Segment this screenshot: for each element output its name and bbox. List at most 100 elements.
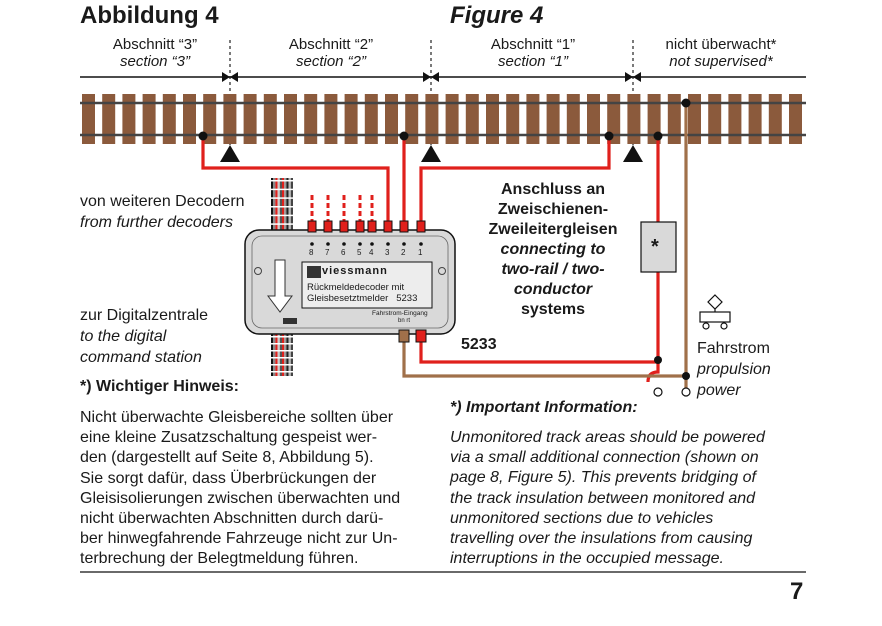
further-decoders-label: von weiteren Decodern from further decod…: [80, 193, 245, 231]
decoder-pin: [367, 220, 377, 233]
decoder-port-number: 4: [369, 248, 374, 257]
track-sleeper: [162, 94, 176, 144]
propulsion-power-label: Fahrstrom propulsion power: [697, 340, 771, 399]
track-sleeper: [243, 94, 257, 144]
bus-cable-strand: [277, 334, 280, 376]
decoder-pin-led: [326, 242, 330, 246]
bus-cable-strand: [288, 334, 291, 376]
decoder-output-pins: [307, 220, 426, 246]
track-sleeper: [728, 94, 742, 144]
track-sleeper: [183, 94, 196, 144]
decoder-pin-led: [358, 242, 362, 246]
bus-cable-strand: [288, 178, 291, 230]
note-de-heading: *) Wichtiger Hinweis:: [80, 378, 239, 395]
title-german: Abbildung 4: [80, 2, 219, 29]
locomotive-symbol: [699, 294, 731, 330]
track-sleeper: [203, 94, 217, 144]
track-sleeper: [647, 94, 661, 144]
note-en-heading: *) Important Information:: [450, 399, 638, 416]
decoder-port-number: 7: [325, 248, 330, 257]
bus-cable-strand: [275, 178, 278, 230]
resistor-asterisk: *: [651, 236, 659, 258]
track-sleeper: [223, 94, 237, 144]
track-sleeper: [465, 94, 479, 144]
section-1-label: Abschnitt “1”section “1”: [490, 36, 576, 70]
bus-cable-strand: [279, 334, 282, 376]
track-sleeper: [122, 94, 136, 144]
track-sleeper: [627, 94, 641, 144]
bus-cable-stripe: [270, 336, 294, 338]
decoder-module: [244, 229, 456, 335]
bus-cable-stripe: [270, 343, 294, 345]
track-sleeper: [405, 94, 419, 144]
bus-cable-strand: [273, 178, 276, 230]
rail-insulation-markers: [220, 145, 643, 162]
decoder-pin: [339, 220, 349, 233]
further-decoder-outputs: [310, 195, 374, 222]
track-sleeper: [364, 94, 378, 144]
track-sleeper: [789, 94, 802, 144]
track-sleeper: [667, 94, 681, 144]
track-sleeper: [486, 94, 499, 144]
bus-cable-stripe: [270, 357, 294, 359]
bus-cable-bottom: [270, 334, 294, 376]
decoder-name: Rückmeldedecoder mit Gleisbesetztmelder …: [307, 282, 418, 304]
resistor-box: [640, 221, 677, 273]
track-sleeper: [142, 94, 156, 144]
bus-cable-strand: [271, 178, 274, 230]
decoder-pin-led: [419, 242, 423, 246]
decoder-port-number: 1: [418, 248, 423, 257]
track-sleeper: [385, 94, 398, 144]
bus-cable-strand: [290, 178, 293, 230]
section-3-label: Abschnitt “3”section “3”: [112, 36, 198, 70]
note-en-body: Unmonitored track areas should be powere…: [450, 429, 765, 568]
bus-cable-strand: [282, 178, 285, 230]
decoder-port-number: 5: [357, 248, 362, 257]
bus-cable-strand: [282, 334, 285, 376]
title-english: Figure 4: [450, 2, 544, 29]
decoder-power-pins: [398, 329, 427, 343]
decoder-pin-led: [342, 242, 346, 246]
decoder-pin-led: [402, 242, 406, 246]
bus-cable-strand: [286, 178, 289, 230]
decoder-pin: [399, 220, 409, 233]
bus-cable-stripe: [270, 188, 294, 191]
bus-cable-strand: [290, 334, 293, 376]
track-sleeper: [566, 94, 580, 144]
track-sleeper: [748, 94, 762, 144]
track-sleeper: [102, 94, 116, 144]
bus-cable-top: [270, 178, 294, 230]
track-sleeper: [506, 94, 520, 144]
bus-cable-stripe: [270, 364, 294, 366]
bus-cable-stripe: [270, 223, 294, 225]
bus-cable-strand: [284, 178, 287, 230]
bus-cable-stripe: [270, 180, 294, 182]
decoder-pin-led: [370, 242, 374, 246]
track-sleeper: [526, 94, 540, 144]
dimension-arrows: [222, 72, 641, 82]
track-sleeper: [344, 94, 358, 144]
section-2-label: Abschnitt “2”section “2”: [288, 36, 374, 70]
wire-joints: [198, 98, 691, 380]
track-sleeper: [324, 94, 338, 144]
brown-wires: [402, 103, 688, 390]
track-sleeper: [607, 94, 621, 144]
decoder-pin-led: [310, 242, 314, 246]
track-sleeper: [82, 94, 95, 144]
decoder-pin: [307, 220, 317, 233]
bus-cable-strand: [271, 334, 274, 376]
decoder-pin: [323, 220, 333, 233]
track-sleepers: [82, 94, 802, 144]
bus-cable-stripe: [270, 214, 294, 217]
bus-cable-strand: [279, 178, 282, 230]
track-sleeper: [708, 94, 722, 144]
decoder-pin: [383, 220, 393, 233]
power-terminals: [653, 387, 691, 397]
two-rail-connection-label: Anschluss an Zweischienen- Zweileitergle…: [488, 181, 618, 318]
unsupervised-label: nicht überwacht*not supervised*: [665, 36, 777, 70]
track-sleeper: [587, 94, 600, 144]
decoder-power-label: Fahrstrom-Eingang: [372, 310, 428, 317]
bus-cable-stripe: [270, 371, 294, 373]
bus-cable-strand: [275, 334, 278, 376]
page-number: 7: [790, 578, 804, 605]
